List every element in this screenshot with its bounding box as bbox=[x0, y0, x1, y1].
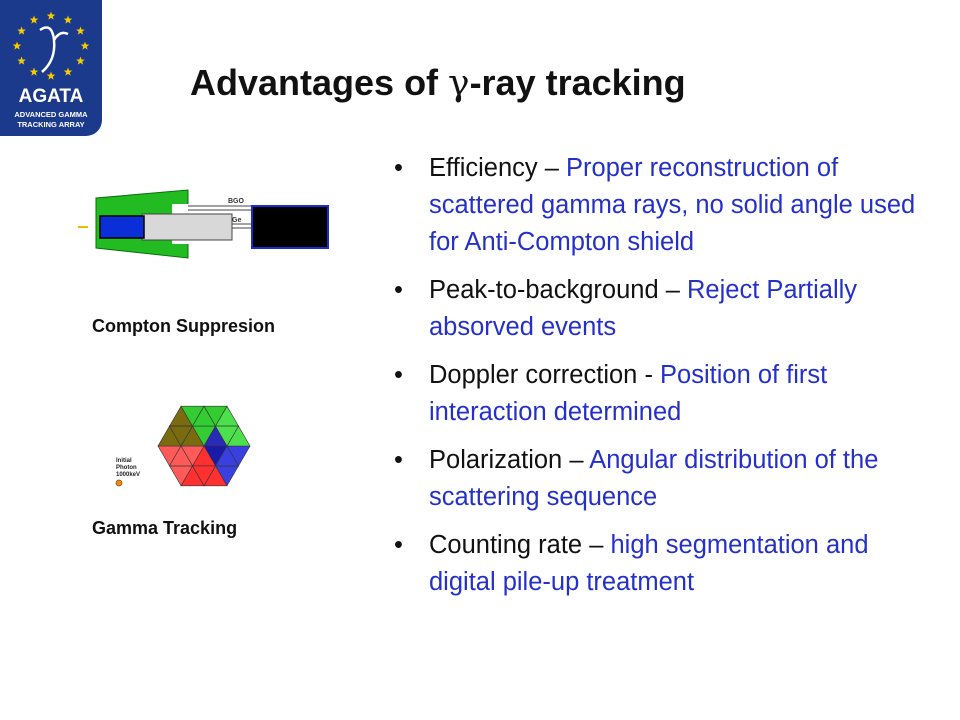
ge-crystal-housing bbox=[141, 213, 233, 241]
title-prefix: Advantages of bbox=[190, 62, 449, 103]
advantage-separator: – bbox=[562, 446, 590, 474]
ge-detector bbox=[99, 215, 145, 239]
detector-segment bbox=[191, 405, 217, 427]
photomultiplier-block bbox=[251, 205, 329, 249]
detector-segment bbox=[168, 445, 194, 467]
advantage-item: • Doppler correction - Position of first … bbox=[394, 357, 934, 431]
logo-star bbox=[17, 26, 26, 35]
logo-star bbox=[76, 26, 85, 35]
bullet-dot: • bbox=[394, 531, 403, 559]
advantage-separator: - bbox=[637, 361, 661, 389]
bullet-dot: • bbox=[394, 276, 403, 304]
advantage-item: • Peak-to-background – Reject Partially a… bbox=[394, 272, 934, 346]
bgo-label: BGO bbox=[228, 198, 245, 205]
ge-label: Ge bbox=[232, 217, 241, 224]
detector-segment bbox=[214, 425, 240, 447]
detector-segment bbox=[214, 445, 240, 467]
title-suffix: -ray tracking bbox=[469, 62, 686, 103]
bullet-dot: • bbox=[394, 446, 403, 474]
advantage-separator: – bbox=[658, 276, 687, 304]
logo-star bbox=[63, 15, 73, 24]
logo-gamma-mark bbox=[39, 26, 69, 73]
logo-name: AGATA bbox=[19, 86, 84, 107]
logo-subtitle-line1: ADVANCED GAMMA bbox=[14, 110, 88, 119]
bullet-dot: • bbox=[394, 361, 403, 389]
logo-star bbox=[80, 41, 90, 50]
detector-segment bbox=[191, 465, 217, 487]
advantage-separator: – bbox=[582, 531, 611, 559]
advantage-description: Proper reconstruction of scattered gamma… bbox=[429, 154, 916, 256]
advantages-list: • Efficiency – Proper reconstruction of s… bbox=[394, 150, 934, 612]
photon-label-line3: 1000keV bbox=[116, 472, 140, 478]
compton-caption: Compton Suppresion bbox=[92, 316, 275, 336]
advantage-separator: – bbox=[537, 154, 567, 182]
advantage-heading: Efficiency bbox=[429, 154, 538, 182]
logo-star bbox=[46, 71, 56, 80]
logo-star bbox=[76, 56, 85, 65]
photon-label-line2: Photon bbox=[116, 465, 137, 471]
advantage-description: Position of first interaction determined bbox=[429, 361, 828, 426]
title-gamma-symbol: γ bbox=[448, 63, 470, 104]
advantage-description: Reject Partially absorved events bbox=[429, 276, 858, 341]
logo-star bbox=[46, 11, 56, 20]
logo-star bbox=[29, 15, 39, 24]
advantage-item: • Counting rate – high segmentation and d… bbox=[394, 527, 934, 601]
tracking-caption: Gamma Tracking bbox=[92, 518, 238, 538]
logo-star bbox=[63, 67, 73, 76]
advantage-item: • Efficiency – Proper reconstruction of s… bbox=[394, 150, 934, 261]
photon-label-line1: Initial bbox=[116, 458, 132, 464]
agata-logo: AGATA ADVANCED GAMMA TRACKING ARRAY bbox=[0, 0, 102, 136]
logo-background bbox=[0, 0, 102, 136]
hexagon-segments bbox=[157, 405, 251, 487]
advantage-description: Angular distribution of the scattering s… bbox=[429, 446, 879, 511]
advantage-heading: Peak-to-background bbox=[429, 276, 659, 304]
bullet-dot: • bbox=[394, 154, 403, 182]
logo-stars bbox=[12, 11, 90, 80]
initial-photon-dot bbox=[115, 479, 123, 487]
detector-segment bbox=[168, 425, 194, 447]
advantage-heading: Counting rate bbox=[429, 531, 583, 559]
advantage-item: • Polarization – Angular distribution of … bbox=[394, 442, 934, 516]
logo-star bbox=[17, 56, 26, 65]
compton-suppression-diagram: BGO Ge bbox=[78, 189, 329, 259]
agata-logo-graphic: AGATA ADVANCED GAMMA TRACKING ARRAY bbox=[0, 0, 102, 136]
advantage-heading: Doppler correction bbox=[429, 361, 638, 389]
logo-subtitle-line2: TRACKING ARRAY bbox=[17, 120, 84, 129]
gamma-tracking-diagram: Initial Photon 1000keV bbox=[115, 405, 251, 487]
logo-star bbox=[12, 41, 22, 50]
slide-title: Advantages of γ-ray tracking bbox=[190, 62, 850, 104]
advantage-description: high segmentation and digital pile-up tr… bbox=[429, 531, 869, 596]
advantage-heading: Polarization bbox=[429, 446, 563, 474]
logo-star bbox=[29, 67, 39, 76]
